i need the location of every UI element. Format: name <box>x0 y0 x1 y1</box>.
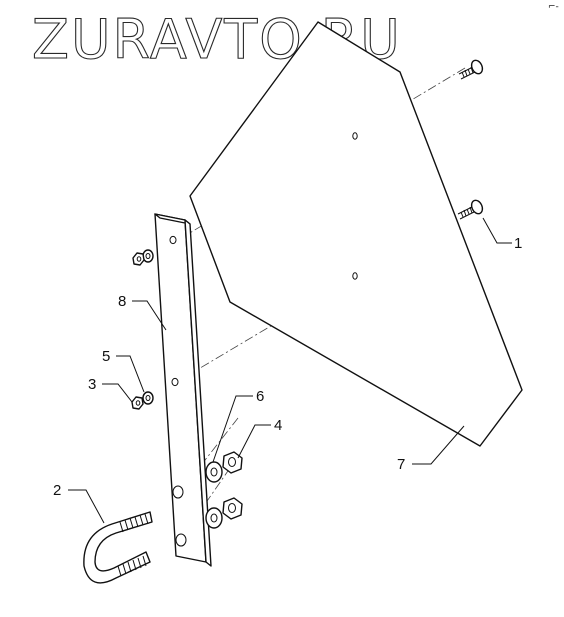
nut-washer-middle-left <box>131 391 154 410</box>
bracket-hole-2 <box>171 377 179 387</box>
nut-washer-upper-left <box>132 249 154 266</box>
washer-nut-right-lower <box>205 497 243 529</box>
callout-8: 8 <box>118 293 126 310</box>
bolt-upper-head <box>470 59 484 75</box>
plate-hole-upper <box>352 132 358 140</box>
callout-4: 4 <box>274 417 282 434</box>
callout-labels: 1 2 3 4 5 6 7 8 <box>53 235 522 499</box>
leader-3 <box>102 383 133 403</box>
bracket-hole-3 <box>172 485 184 499</box>
bolt-part-1-upper <box>458 59 484 80</box>
leader-8 <box>132 300 167 331</box>
u-bolt-threads-lower <box>117 555 147 577</box>
bracket-hole-4 <box>175 533 187 547</box>
leader-2 <box>68 489 105 524</box>
leader-5 <box>116 355 145 393</box>
callout-3: 3 <box>88 376 96 393</box>
leader-lines <box>68 217 512 524</box>
u-bolt-threads-upper <box>119 513 149 533</box>
corner-mark: ⌐- <box>548 2 559 12</box>
bolt-lower-shank-bottom <box>459 210 477 220</box>
washer-nut-right-upper <box>205 451 243 483</box>
callout-7: 7 <box>397 456 405 473</box>
callout-1: 1 <box>514 235 522 252</box>
bolt-part-1-lower <box>457 199 484 220</box>
plate-hole-lower <box>352 272 358 280</box>
plate-part-7 <box>189 21 523 447</box>
leader-4 <box>237 424 271 459</box>
bolt-lower-head <box>470 199 484 215</box>
callout-6: 6 <box>256 388 264 405</box>
callout-5: 5 <box>102 348 110 365</box>
u-bolt-part-2 <box>83 511 153 584</box>
leader-1 <box>482 217 512 244</box>
bracket-bar-edge <box>184 219 212 567</box>
bracket-hole-1 <box>169 235 177 245</box>
leader-6 <box>212 395 253 463</box>
centerline-lower-hole <box>179 417 239 493</box>
leader-7 <box>412 425 465 465</box>
callout-2: 2 <box>53 482 61 499</box>
bracket-bar-part-8 <box>154 213 212 567</box>
